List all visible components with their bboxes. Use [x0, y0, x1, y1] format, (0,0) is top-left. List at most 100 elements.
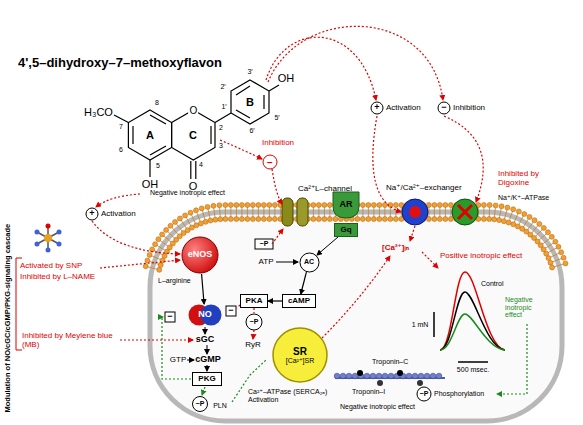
annotation-label: GTP: [170, 356, 186, 365]
lipid-tail: [539, 234, 546, 241]
lipid-tail: [504, 210, 507, 220]
annotation-label: PLN: [213, 402, 227, 410]
atom: [35, 230, 40, 235]
pathway: [266, 37, 376, 100]
actin-bead: [346, 373, 352, 379]
lipid-head: [382, 203, 387, 208]
lipid-head: [199, 206, 204, 211]
atom: [46, 248, 51, 253]
pathway: [92, 221, 180, 254]
lipid-head: [553, 239, 558, 244]
lipid-tail: [450, 207, 451, 217]
node-label: SR: [286, 346, 315, 357]
lipid-tail: [384, 207, 385, 217]
lipid-tail: [164, 236, 172, 242]
inhibition-symbol: [438, 102, 450, 114]
channel-subunit: [282, 198, 293, 226]
lipid-tail: [160, 240, 168, 246]
lipid-tail: [519, 216, 524, 225]
lipid-head: [261, 217, 266, 222]
lipid-head: [203, 219, 208, 224]
lipid-head: [443, 203, 448, 208]
lipid-head: [366, 217, 371, 222]
lipid-tail: [483, 207, 484, 217]
lipid-head: [556, 244, 561, 249]
actin-bead: [340, 373, 346, 379]
ring-a: [128, 110, 171, 160]
actin-bead: [334, 373, 340, 379]
block-cross: [458, 205, 472, 219]
lipid-tail: [379, 207, 380, 217]
lipid-head: [267, 217, 272, 222]
pump: [452, 199, 478, 225]
phospho-circle: [246, 314, 262, 330]
no-node: NO: [188, 304, 222, 326]
atom: [46, 224, 51, 229]
myofilament: [334, 370, 445, 386]
lipid-head: [228, 203, 233, 208]
lipid-tail: [247, 207, 248, 217]
lipid-tail: [499, 208, 501, 218]
lipid-head: [492, 217, 497, 222]
arrow: [207, 345, 208, 354]
cell-outline: [150, 212, 562, 421]
ball-node: eNOS: [181, 236, 219, 274]
node-content: AR: [340, 200, 353, 210]
node-content: NO: [198, 310, 212, 320]
annotation-label: Activation: [101, 210, 136, 219]
lipid-head: [563, 261, 568, 266]
annotation-label: Inhibition: [262, 139, 294, 148]
lipid-tail: [434, 207, 435, 217]
lipid-head: [250, 217, 255, 222]
annotation-label: Activated by SNP: [20, 262, 82, 271]
process-box: PKG: [192, 372, 222, 386]
annotation-label: 2′: [220, 83, 225, 91]
pathway: [272, 229, 283, 244]
annotation-label: −: [267, 157, 273, 168]
lipid-head: [228, 217, 233, 222]
lipid-head: [223, 217, 228, 222]
annotation-label: +: [89, 209, 94, 219]
node-label: NO: [198, 310, 212, 320]
node-content: Gq: [340, 226, 351, 235]
lipid-head: [208, 218, 213, 223]
lipid-head: [371, 203, 376, 208]
node-content: AC: [304, 258, 314, 266]
connector: [268, 300, 282, 301]
lipid-head: [322, 203, 327, 208]
lipid-head: [377, 217, 382, 222]
lipid-head: [239, 203, 244, 208]
lipid-head: [497, 218, 502, 223]
force-traces: [434, 272, 505, 362]
lipid-tail: [269, 207, 270, 217]
troponin-dot: [357, 370, 363, 376]
lipid-tail: [373, 207, 374, 217]
lipid-head: [561, 255, 566, 260]
actin-bead: [370, 373, 376, 379]
lipid-head: [188, 210, 193, 215]
actin-bead: [424, 373, 430, 379]
lipid-tail: [176, 224, 182, 232]
ring-c: [172, 110, 215, 160]
lipid-head: [245, 217, 250, 222]
lipid-head: [532, 218, 537, 223]
lipid-head: [213, 217, 218, 222]
lipid-tail: [172, 227, 179, 234]
lipid-head: [388, 217, 393, 222]
annotation-label: 4: [199, 161, 203, 169]
lipid-head: [322, 217, 327, 222]
annotation-label: 5: [156, 162, 160, 170]
green-pathways: [162, 317, 527, 402]
lipid-tail: [532, 225, 538, 233]
annotation-label: 1 mN: [412, 321, 429, 329]
lipid-head: [145, 258, 150, 263]
pathway: [220, 140, 262, 159]
exchanger-core: [409, 206, 421, 218]
lipid-tail: [157, 245, 166, 250]
enzyme-circle: [300, 253, 319, 272]
arrow: [187, 360, 194, 361]
lipid-head: [505, 205, 510, 210]
annotation-label: 5′: [274, 114, 279, 122]
annotation-label: ATP: [259, 258, 274, 267]
pathway: [410, 226, 415, 241]
